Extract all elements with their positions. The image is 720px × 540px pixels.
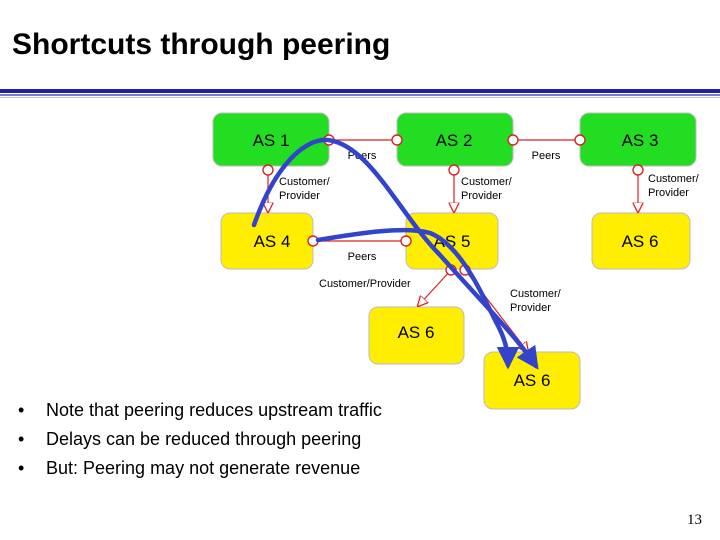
cp-start-as1-as4 bbox=[262, 164, 274, 176]
peer-end-as4-as5-b bbox=[400, 235, 412, 247]
edge-label-cp-3-6-line1: Customer/ bbox=[648, 173, 700, 185]
bullet-symbol: • bbox=[18, 400, 25, 420]
edge-label-cp-3-6-line2: Provider bbox=[648, 187, 689, 199]
node-as5-label: AS 5 bbox=[434, 232, 471, 251]
node-as3-label: AS 3 bbox=[622, 131, 659, 150]
title-underline bbox=[0, 89, 720, 93]
edge-label-cp-2-5-line2: Provider bbox=[461, 190, 502, 202]
edge-label-cp-1-4-line1: Customer/ bbox=[279, 176, 331, 188]
bullet-item: • But: Peering may not generate revenue bbox=[18, 454, 382, 483]
peer-end-as2-as3-b bbox=[574, 134, 586, 146]
edge-label-peers-2-3: Peers bbox=[532, 150, 561, 162]
page-title: Shortcuts through peering bbox=[12, 28, 391, 61]
bullet-item: • Note that peering reduces upstream traf… bbox=[18, 396, 382, 425]
bullet-symbol: • bbox=[18, 429, 25, 449]
node-as6-mid-label: AS 6 bbox=[398, 323, 435, 342]
node-as1-label: AS 1 bbox=[253, 131, 290, 150]
peer-end-as1-as2-b bbox=[391, 134, 403, 146]
bullet-list: • Note that peering reduces upstream traf… bbox=[18, 396, 382, 483]
node-as6-top-label: AS 6 bbox=[622, 232, 659, 251]
page-number: 13 bbox=[687, 512, 702, 528]
edge-label-cp-1-4-line2: Provider bbox=[279, 190, 320, 202]
peer-end-as2-as3-a bbox=[507, 134, 519, 146]
edge-label-cp-2-5-line1: Customer/ bbox=[461, 176, 513, 188]
title-underline-shadow bbox=[0, 97, 720, 98]
title-underline-accent bbox=[0, 94, 720, 96]
bullet-symbol: • bbox=[18, 458, 25, 478]
bullet-item: • Delays can be reduced through peering bbox=[18, 425, 382, 454]
bullet-text: Delays can be reduced through peering bbox=[46, 429, 362, 449]
cp-start-as3-as6 bbox=[632, 164, 644, 176]
edge-label-peers-4-5: Peers bbox=[348, 251, 377, 263]
cp-start-as2-as5 bbox=[448, 164, 460, 176]
bullet-text: Note that peering reduces upstream traff… bbox=[46, 400, 382, 420]
edge-label-cp-5-6-bottom-line2: Provider bbox=[510, 302, 551, 314]
cp-edge-as5-as6-mid bbox=[418, 269, 452, 306]
bullet-text: But: Peering may not generate revenue bbox=[46, 458, 361, 478]
node-as6-bottom-label: AS 6 bbox=[514, 371, 551, 390]
edge-label-cp-5-6-bottom-line1: Customer/ bbox=[510, 288, 562, 300]
node-as4-label: AS 4 bbox=[254, 232, 291, 251]
path-via-peering-as4-to-as6 bbox=[315, 227, 520, 370]
edge-label-cp-5-6-mid: Customer/Provider bbox=[319, 278, 411, 290]
node-as2-label: AS 2 bbox=[436, 131, 473, 150]
